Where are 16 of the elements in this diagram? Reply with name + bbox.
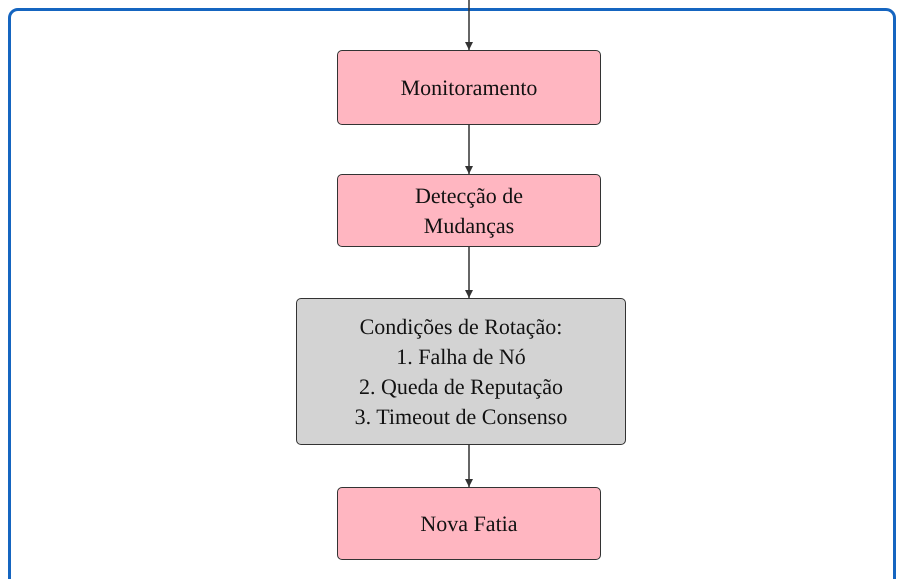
box-text: 1. Falha de Nó	[396, 342, 526, 370]
box-text: 2. Queda de Reputação	[358, 372, 564, 401]
process-box	[337, 50, 601, 125]
process-box	[296, 298, 626, 445]
box-text: Monitoramento	[400, 74, 538, 102]
box-text: Detecção de Mudanças	[414, 182, 524, 240]
box-text: Nova Fatia	[420, 510, 518, 538]
arrow	[465, 247, 473, 298]
arrow	[465, 0, 473, 50]
container-frame	[8, 8, 896, 579]
process-box	[337, 487, 601, 560]
arrow	[465, 445, 473, 487]
process-box	[337, 174, 601, 247]
box-text: Condições de Rotação:	[360, 312, 562, 341]
box-text: 3. Timeout de Consenso	[354, 402, 568, 430]
arrow	[465, 125, 473, 174]
